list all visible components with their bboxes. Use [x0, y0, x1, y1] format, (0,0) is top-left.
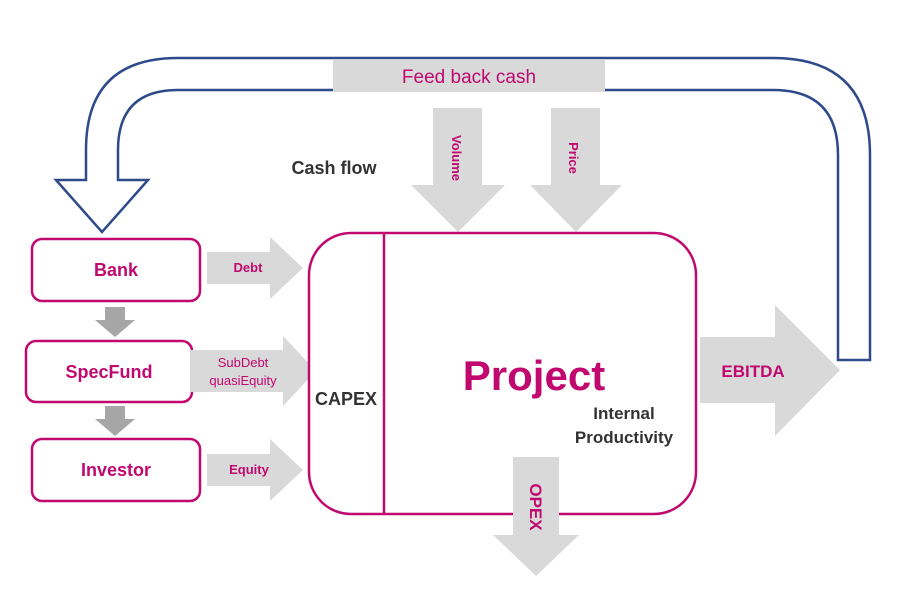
debt-label: Debt: [234, 260, 264, 275]
opex-arrow-overlay: [513, 457, 559, 537]
specfund-label: SpecFund: [65, 362, 152, 382]
investor-box: [30, 437, 202, 503]
specfund-to-investor-arrow: [95, 406, 135, 436]
price-label: Price: [566, 142, 581, 174]
volume-label: Volume: [449, 135, 464, 181]
subdebt-label-line1: SubDebt: [218, 355, 269, 370]
volume-arrow: [411, 108, 505, 232]
project-box: [307, 231, 698, 516]
cash-flow-label: Cash flow: [291, 158, 377, 178]
ebitda-arrow: [700, 305, 840, 436]
bank-label: Bank: [94, 260, 139, 280]
subdebt-label-line2: quasiEquity: [209, 373, 277, 388]
opex-label: OPEX: [526, 483, 545, 531]
equity-label: Equity: [229, 462, 269, 477]
price-arrow: [530, 108, 622, 232]
feedback-cash-label: Feed back cash: [402, 67, 536, 88]
project-title: Project: [463, 352, 605, 399]
ebitda-label: EBITDA: [721, 362, 784, 381]
internal-productivity-line2: Productivity: [575, 428, 674, 447]
feedback-cash-bar: [333, 60, 605, 92]
internal-productivity-line1: Internal: [593, 404, 654, 423]
debt-arrow: [207, 237, 303, 299]
capex-label: CAPEX: [315, 389, 377, 409]
bank-to-specfund-arrow: [95, 307, 135, 337]
investor-label: Investor: [81, 460, 151, 480]
bank-box: [30, 237, 202, 303]
subdebt-arrow: [190, 336, 316, 406]
equity-arrow: [207, 439, 303, 501]
feedback-loop-arrow: [53, 56, 872, 362]
